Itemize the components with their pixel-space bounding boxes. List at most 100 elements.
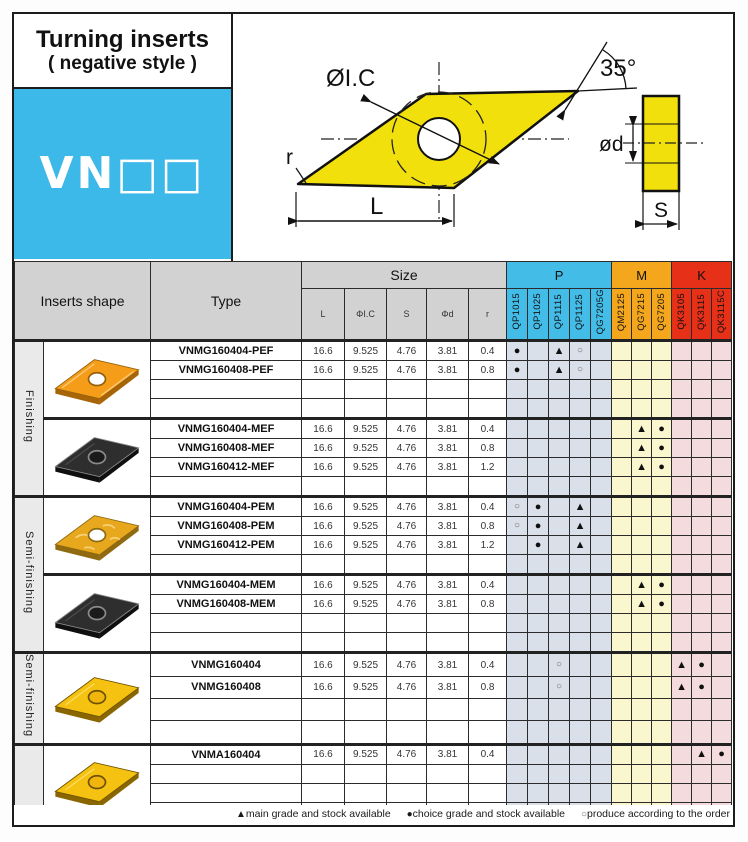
grade-mark (691, 613, 713, 634)
size-value: 9.525 (344, 742, 387, 765)
header-size: Size (300, 261, 508, 289)
grade-mark (691, 398, 713, 420)
technical-drawing: ØI.C 35° r L (286, 41, 703, 230)
grade-mark (691, 554, 713, 576)
grade-mark (548, 417, 571, 440)
grade-mark (671, 379, 693, 400)
grade-mark (611, 379, 633, 400)
size-value (386, 763, 427, 784)
grade-mark (590, 782, 613, 803)
grade-col-label: QK3115C (715, 290, 727, 334)
grade-mark (671, 417, 693, 440)
grade-mark (506, 697, 529, 722)
size-value: 4.76 (386, 742, 427, 765)
insert-type (150, 697, 302, 722)
grade-mark (590, 379, 613, 400)
grade-mark (611, 720, 633, 745)
grade-mark (631, 782, 653, 803)
filled-circle-marker: ● (406, 809, 413, 820)
legend-main-grade: ▲main grade and stock available (236, 808, 391, 820)
size-value: 4.76 (386, 438, 427, 459)
size-value (344, 720, 387, 745)
grade-mark (506, 438, 529, 459)
size-value (301, 782, 345, 803)
grade-mark (671, 457, 693, 478)
grade-col-label: QP1125 (574, 293, 586, 330)
grade-mark (671, 339, 693, 362)
grade-mark (590, 417, 613, 440)
size-value (426, 398, 469, 420)
grade-mark (651, 339, 673, 362)
grade-mark (569, 457, 592, 478)
grade-mark (569, 697, 592, 722)
grade-mark (711, 535, 733, 556)
size-value (426, 476, 469, 498)
grade-mark (691, 763, 713, 784)
grade-mark (548, 594, 571, 615)
grade-mark (691, 339, 713, 362)
angle-label: 35° (600, 55, 636, 82)
grade-mark (590, 457, 613, 478)
grade-mark (611, 516, 633, 537)
grade-mark (691, 697, 713, 722)
size-value: 9.525 (344, 495, 387, 518)
grade-mark (527, 613, 550, 634)
insert-type (150, 554, 302, 576)
header-size-l: L (301, 287, 345, 342)
grade-mark (569, 379, 592, 400)
grade-mark (569, 417, 592, 440)
insert-type: VNMG160404-PEM (150, 495, 302, 518)
grade-mark (631, 398, 653, 420)
grade-mark (711, 697, 733, 722)
grade-col-label: QP1015 (511, 293, 523, 331)
grade-mark (651, 697, 673, 722)
size-value: 9.525 (344, 457, 387, 478)
size-value: 3.81 (426, 516, 469, 537)
grade-mark (569, 438, 592, 459)
grade-mark: ● (506, 360, 529, 381)
grade-mark (631, 763, 653, 784)
size-value (426, 554, 469, 576)
size-value (467, 632, 508, 654)
grade-mark (506, 782, 529, 803)
grade-mark (611, 613, 633, 634)
grade-mark (711, 782, 733, 803)
grade-mark (506, 675, 529, 699)
size-value (301, 554, 345, 576)
grade-mark: ● (651, 417, 673, 440)
grade-mark (611, 697, 633, 722)
grade-mark: ▲ (631, 457, 653, 478)
grade-mark (590, 339, 613, 362)
grade-mark (691, 720, 713, 745)
size-value (386, 632, 427, 654)
size-value: 16.6 (301, 651, 345, 677)
size-value (386, 782, 427, 803)
grade-mark (691, 476, 713, 498)
grade-mark (651, 763, 673, 784)
size-value (386, 476, 427, 498)
grade-mark: ▲ (548, 339, 571, 362)
series-code: VN□□ (39, 148, 206, 200)
grade-mark (506, 632, 529, 654)
grade-mark (711, 339, 733, 362)
size-value: 0.4 (467, 417, 508, 440)
size-value (344, 379, 387, 400)
grade-mark (611, 573, 633, 596)
grade-mark (611, 339, 633, 362)
size-value: 0.4 (467, 573, 508, 596)
grade-mark (651, 675, 673, 699)
size-value: 3.81 (426, 438, 469, 459)
grade-mark (711, 675, 733, 699)
grade-mark (527, 476, 550, 498)
grade-mark (527, 398, 550, 420)
size-value (344, 554, 387, 576)
size-value (301, 379, 345, 400)
size-value (467, 763, 508, 784)
grade-mark (691, 535, 713, 556)
size-value (386, 720, 427, 745)
grade-mark (527, 782, 550, 803)
grade-mark (631, 476, 653, 498)
grade-mark (671, 763, 693, 784)
header-grade-qm2125: QM2125 (611, 287, 633, 342)
insert-type: VNMG160404-MEM (150, 573, 302, 596)
